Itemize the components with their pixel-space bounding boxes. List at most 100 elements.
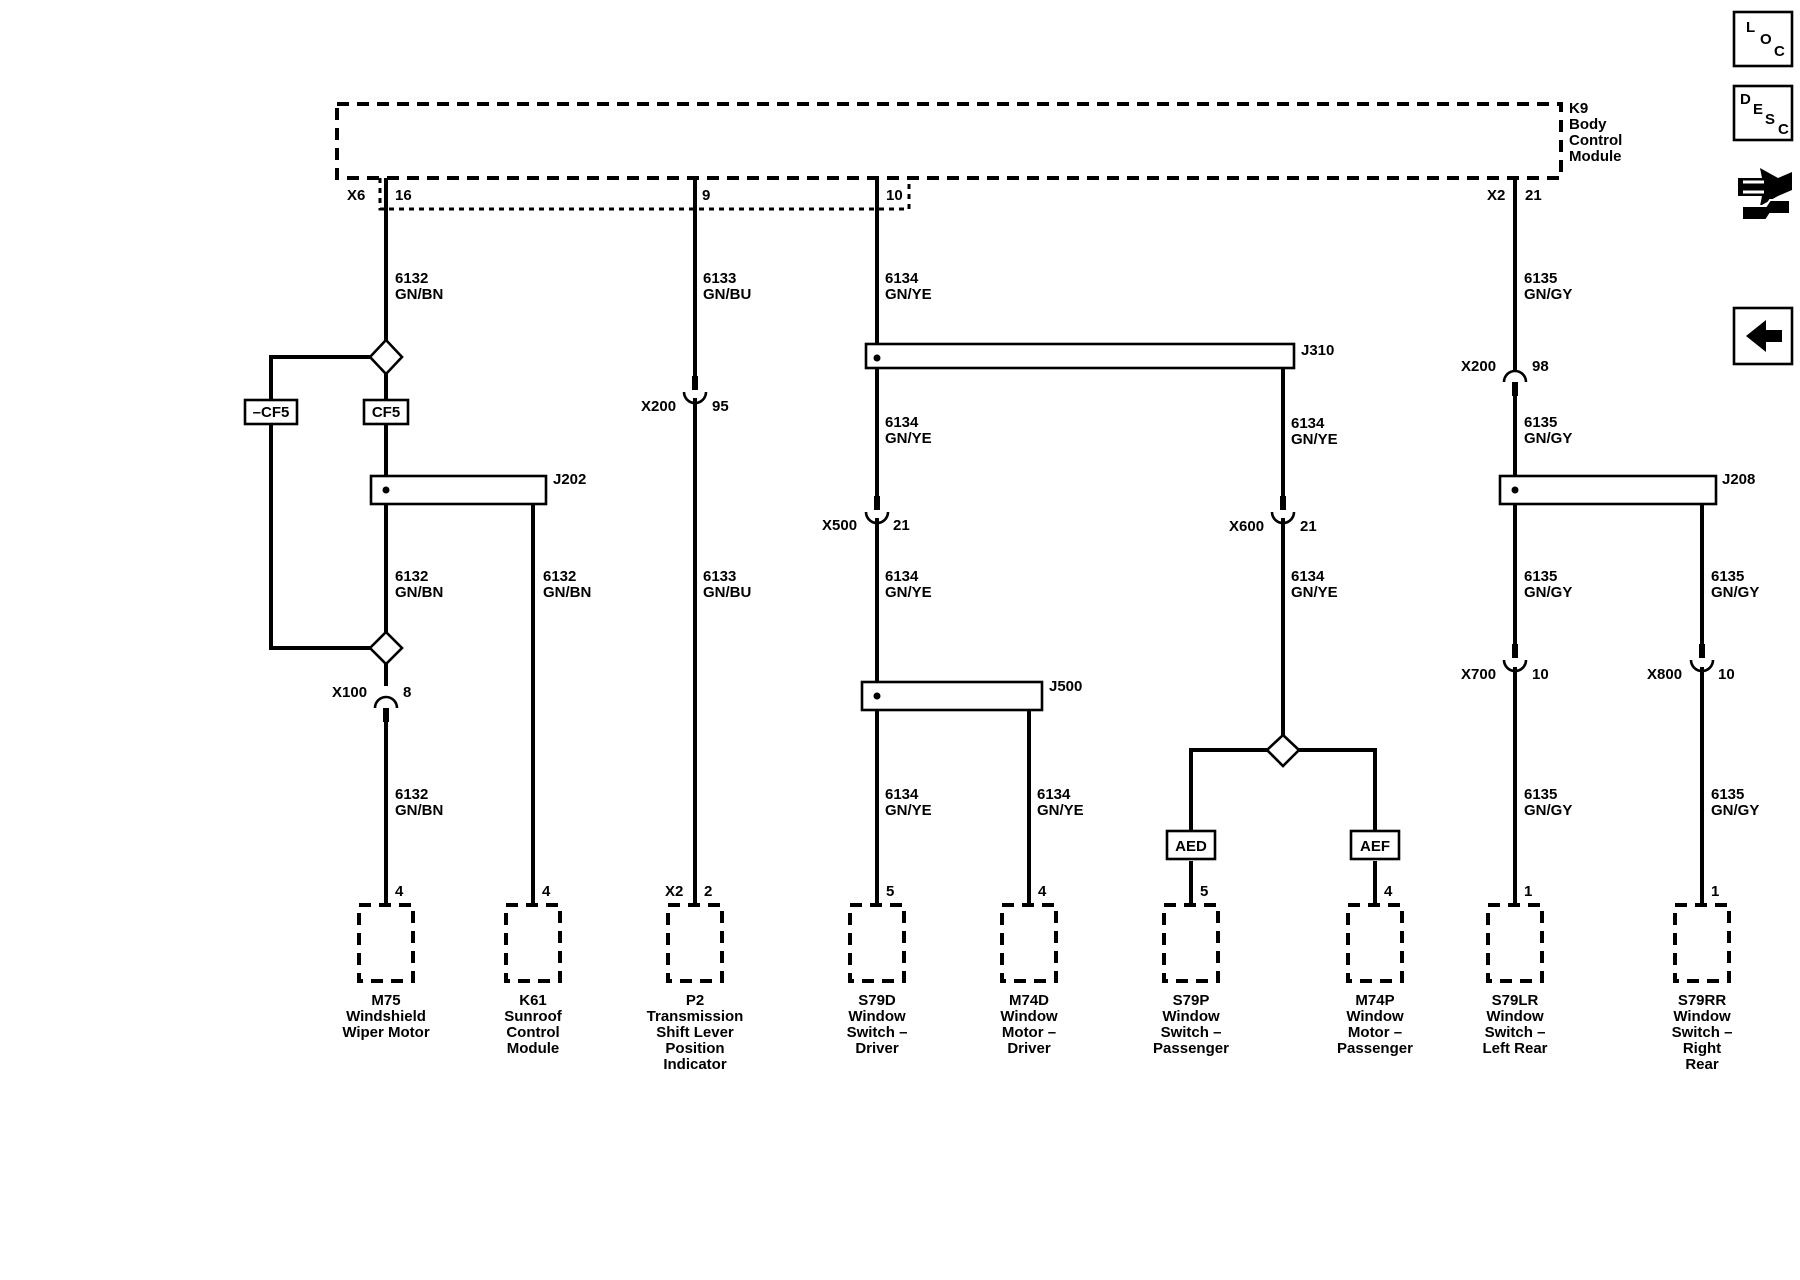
option-not-cf5-box: [243, 398, 299, 426]
x200-a-name: X200: [641, 398, 676, 415]
bcm-x6-label: X6: [347, 187, 365, 204]
component-p2-label-1: P2: [686, 992, 704, 1009]
circuit-6132-color-4: GN/BN: [395, 802, 443, 819]
inline-connector-x200-a: X200 95: [641, 376, 729, 415]
circuit-6135-num-3: 6135: [1524, 568, 1557, 585]
bcm-id: K9: [1569, 100, 1588, 117]
wire-6135-right-rear-a: [1515, 488, 1704, 644]
bcm-pin-9: 9: [702, 187, 710, 204]
circuit-6134-color-3: GN/YE: [1291, 431, 1338, 448]
splice-j310-dot: [873, 354, 881, 362]
circuit-6134-num-7: 6134: [1037, 786, 1071, 803]
component-m74d-pin: 4: [1038, 883, 1047, 900]
component-m74p-label-1: M74P: [1355, 992, 1394, 1009]
component-s79lr-label-3: Switch –: [1485, 1024, 1546, 1041]
inline-connector-x100: X100 8: [332, 684, 411, 722]
component-m75-label-2: Windshield: [346, 1008, 426, 1025]
wire-6134-passenger-feed: [877, 356, 1285, 496]
component-s79d-pin: 5: [886, 883, 894, 900]
back-button[interactable]: [1732, 306, 1794, 366]
connector-tool-icon[interactable]: [1738, 168, 1792, 221]
circuit-6133-num-1: 6133: [703, 270, 736, 287]
circuit-6132-num-4: 6132: [395, 786, 428, 803]
inline-connector-x500: X500 21: [822, 496, 910, 534]
circuit-6135-num-4: 6135: [1711, 568, 1744, 585]
splice-j208-box: [1498, 474, 1718, 506]
splice-j202-dot: [382, 486, 390, 494]
splice-j208-dot: [1511, 486, 1519, 494]
splice-j310-box: [864, 342, 1296, 370]
circuit-6135-color-4: GN/GY: [1711, 584, 1759, 601]
component-m74d-label-3: Motor –: [1002, 1024, 1056, 1041]
inline-connector-x600-a: X600 21: [1229, 496, 1317, 535]
component-s79p-label-1: S79P: [1173, 992, 1210, 1009]
circuit-6132-num-2: 6132: [395, 568, 428, 585]
component-m74p-outline: [1346, 903, 1404, 983]
circuit-6135-num-6: 6135: [1711, 786, 1744, 803]
circuit-6133-color-1: GN/BU: [703, 286, 751, 303]
component-p2-outline: [666, 903, 724, 983]
circuit-6132-color-2: GN/BN: [395, 584, 443, 601]
back-arrow-icon: [1746, 320, 1782, 352]
component-m74d-outline: [1000, 903, 1058, 983]
nav-loc-button[interactable]: L O C: [1732, 10, 1794, 68]
splice-j500-box: [860, 680, 1044, 712]
x800-pin: 10: [1718, 666, 1735, 683]
nav-desc-button[interactable]: D E S C: [1732, 84, 1794, 142]
circuit-6135-num-1: 6135: [1524, 270, 1557, 287]
circuit-6132-color-1: GN/BN: [395, 286, 443, 303]
nav-desc-letter-2: E: [1753, 101, 1763, 118]
x100-pin: 8: [403, 684, 411, 701]
option-not-cf5-label: –CF5: [253, 404, 290, 421]
component-p2-label-5: Indicator: [663, 1056, 727, 1073]
inline-connector-x800: X800 10: [1647, 644, 1735, 683]
x100-name: X100: [332, 684, 367, 701]
x200-b-pin: 98: [1532, 358, 1549, 375]
component-k61-outline: [504, 903, 562, 983]
bcm-name-line-1: Body: [1569, 116, 1607, 133]
circuit-6134-num-6: 6134: [885, 786, 919, 803]
splice-pack-node-upper: [368, 338, 404, 376]
component-s79p-pin: 5: [1200, 883, 1208, 900]
circuit-6134-color-2: GN/YE: [885, 430, 932, 447]
circuit-6134-color-5: GN/YE: [1291, 584, 1338, 601]
inline-connector-x700: X700 10: [1461, 644, 1549, 683]
component-p2-label-4: Position: [665, 1040, 724, 1057]
bcm-pin-10: 10: [886, 187, 903, 204]
component-s79p-label-4: Passenger: [1153, 1040, 1229, 1057]
circuit-6134-num-3: 6134: [1291, 415, 1325, 432]
component-m74p-label-4: Passenger: [1337, 1040, 1413, 1057]
component-p2-label-3: Shift Lever: [656, 1024, 734, 1041]
component-s79lr-label-2: Window: [1486, 1008, 1544, 1025]
component-m74p-label-3: Motor –: [1348, 1024, 1402, 1041]
option-cf5-label: CF5: [372, 404, 400, 421]
circuit-6132-branch: –CF5 CF5 J202 6132 GN/BN 6132 GN/BN 6132…: [243, 178, 591, 905]
component-m74p-pin: 4: [1384, 883, 1393, 900]
component-s79rr-pin: 1: [1711, 883, 1719, 900]
component-k61-label-1: K61: [519, 992, 547, 1009]
component-s79d-label-2: Window: [848, 1008, 906, 1025]
nav-desc-letter-3: S: [1765, 111, 1775, 128]
x700-name: X700: [1461, 666, 1496, 683]
circuit-6134-color-4: GN/YE: [885, 584, 932, 601]
x600-a-pin: 21: [1300, 518, 1317, 535]
circuit-6133-color-2: GN/BU: [703, 584, 751, 601]
component-s79rr-label-2: Window: [1673, 1008, 1731, 1025]
component-m74d-label-2: Window: [1000, 1008, 1058, 1025]
component-k61-label-3: Control: [506, 1024, 559, 1041]
bcm-name-line-3: Module: [1569, 148, 1622, 165]
component-m75-outline: [357, 903, 415, 983]
component-m74p-label-2: Window: [1346, 1008, 1404, 1025]
circuit-6134-num-1: 6134: [885, 270, 919, 287]
circuit-6134-color-6: GN/YE: [885, 802, 932, 819]
component-s79p-label-3: Switch –: [1161, 1024, 1222, 1041]
nav-loc-letter-1: L: [1746, 19, 1755, 36]
component-s79lr-label-1: S79LR: [1492, 992, 1539, 1009]
